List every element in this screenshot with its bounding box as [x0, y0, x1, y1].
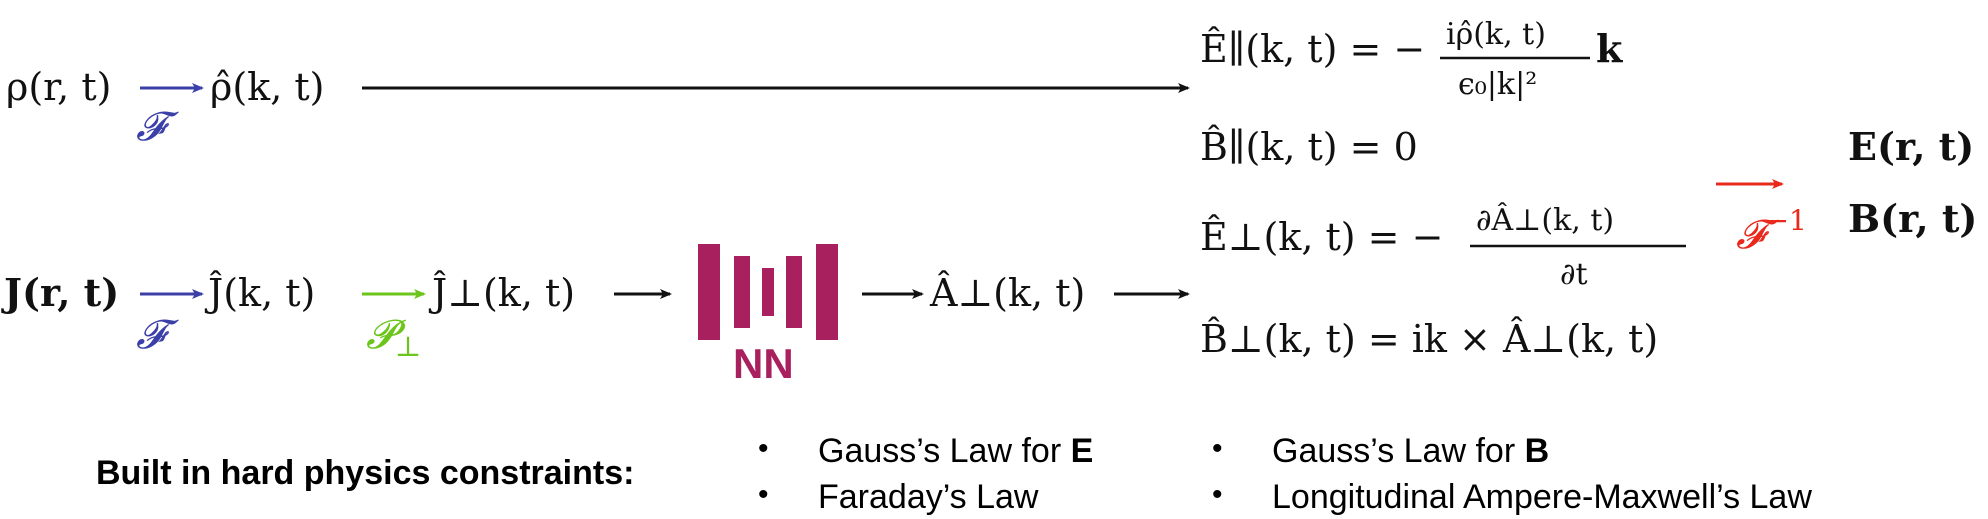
bullet-4: •: [1212, 478, 1223, 511]
bullet-1: •: [758, 432, 769, 465]
B-real-space: B(r, t): [1848, 196, 1977, 241]
E-par-numerator: iρ̂(k, t): [1446, 17, 1546, 52]
nn-bar-3: [762, 268, 774, 316]
E-par-lhs: Ê∥(k, t) = −: [1200, 27, 1425, 71]
E-perp-lhs: Ê⊥(k, t) = −: [1200, 215, 1443, 259]
nn-bar-5: [816, 244, 838, 340]
bullet-2: •: [758, 478, 769, 511]
B-par-equation: B̂∥(k, t) = 0: [1200, 125, 1418, 169]
nn-bar-1: [698, 244, 720, 340]
rho-k-space: ρ̂(k, t): [210, 65, 324, 109]
E-perp-numerator: ∂Â⊥(k, t): [1476, 202, 1614, 238]
E-par-k: k: [1596, 26, 1623, 71]
constraint-ampere-maxwell: Longitudinal Ampere-Maxwell’s Law: [1272, 478, 1812, 516]
neural-network-icon: [698, 244, 838, 340]
J-k-space: Ĵ(k, t): [204, 271, 315, 315]
A-perp-k-space: Â⊥(k, t): [929, 271, 1085, 315]
bullet-3: •: [1212, 432, 1223, 465]
J-real-space: J(r, t): [1, 270, 119, 315]
E-real-space: E(r, t): [1848, 124, 1974, 169]
rho-real-space: ρ(r, t): [6, 65, 111, 109]
projection-operator: 𝓟⊥: [366, 312, 421, 363]
B-perp-equation: B̂⊥(k, t) = ik × Â⊥(k, t): [1200, 317, 1658, 361]
fourier-operator-rho: 𝓕: [136, 104, 179, 150]
constraint-gauss-e: Gauss’s Law for E: [818, 432, 1093, 470]
nn-bar-4: [786, 256, 802, 328]
E-perp-denominator: ∂t: [1560, 257, 1588, 292]
nn-label: NN: [733, 340, 794, 387]
J-perp-k-space: Ĵ⊥(k, t): [428, 271, 575, 315]
nn-bar-2: [734, 256, 750, 328]
constraints-title: Built in hard physics constraints:: [96, 454, 634, 492]
constraint-faraday: Faraday’s Law: [818, 478, 1039, 516]
fourier-operator-J: 𝓕: [136, 312, 179, 358]
E-par-denominator: ϵ₀|k|²: [1458, 67, 1537, 102]
inverse-fourier-operator: 𝓕−1: [1736, 204, 1807, 258]
constraint-gauss-b: Gauss’s Law for B: [1272, 432, 1549, 470]
